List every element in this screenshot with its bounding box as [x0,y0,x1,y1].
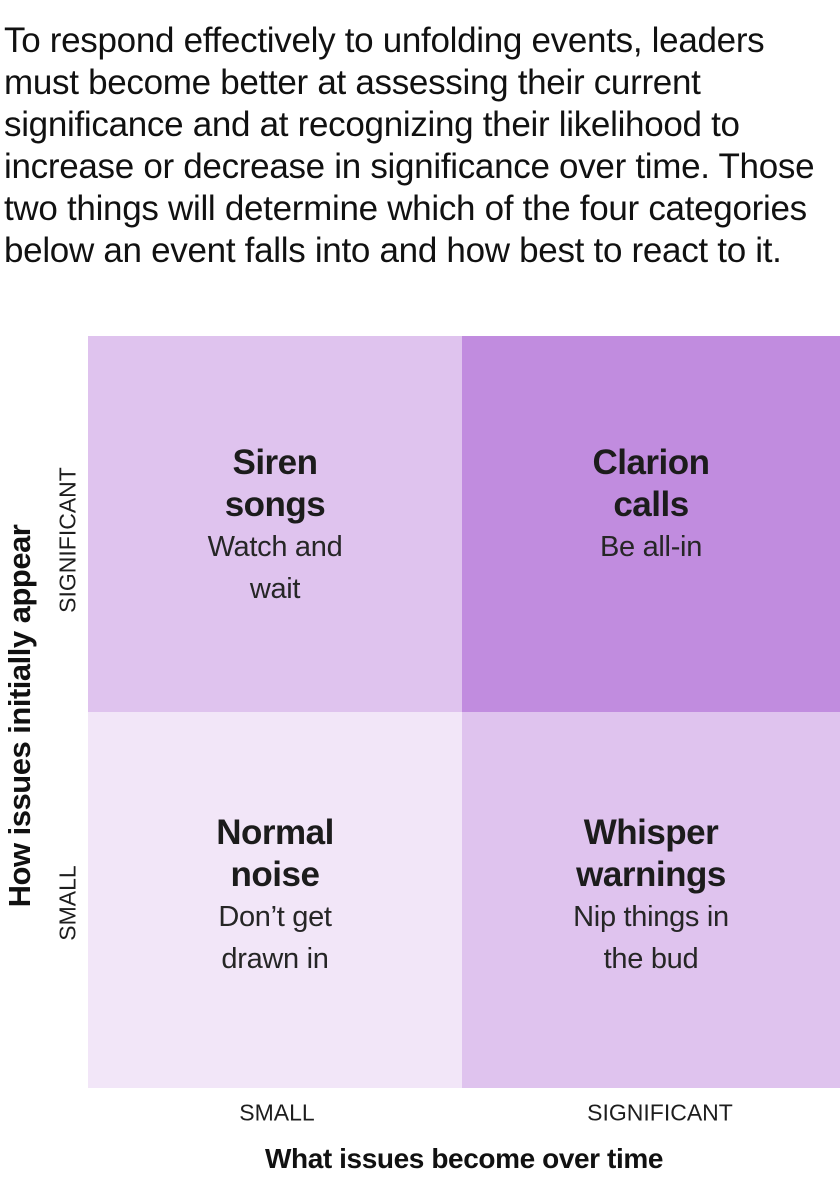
quadrant-whisper-warnings: Whisper warnings Nip things in the bud [462,712,840,1088]
intro-paragraph: To respond effectively to unfolding even… [4,21,815,270]
quadrant-action: Watch and wait [207,531,343,605]
x-axis-title: What issues become over time [264,1143,664,1174]
quadrant-title: Whisper warnings [576,813,726,894]
quadrant-title: Normal noise [216,813,334,894]
quadrant-normal-noise: Normal noise Don’t get drawn in [88,712,462,1088]
y-axis-tick-small: SMALL [54,865,81,941]
y-axis-tick-significant: SIGNIFICANT [54,467,81,613]
quadrant-text-block: Siren songs Watch and wait [88,442,462,610]
quadrant-text-block: Normal noise Don’t get drawn in [88,812,462,980]
quadrant-action: Be all-in [599,531,703,563]
quadrant-text-block: Clarion calls Be all-in [462,442,840,568]
quadrant-title: Siren songs [224,443,326,524]
x-axis-tick-small: SMALL [239,1099,315,1126]
quadrant-text-block: Whisper warnings Nip things in the bud [462,812,840,980]
quadrant-matrix: Siren songs Watch and wait Clarion calls… [88,336,840,1088]
quadrant-clarion-calls: Clarion calls Be all-in [462,336,840,712]
quadrant-siren-songs: Siren songs Watch and wait [88,336,462,712]
x-axis-tick-significant: SIGNIFICANT [587,1099,733,1126]
quadrant-title: Clarion calls [592,443,710,524]
y-axis-title: How issues initially appear [2,524,37,908]
quadrant-action: Nip things in the bud [573,901,729,975]
quadrant-action: Don’t get drawn in [218,901,332,975]
